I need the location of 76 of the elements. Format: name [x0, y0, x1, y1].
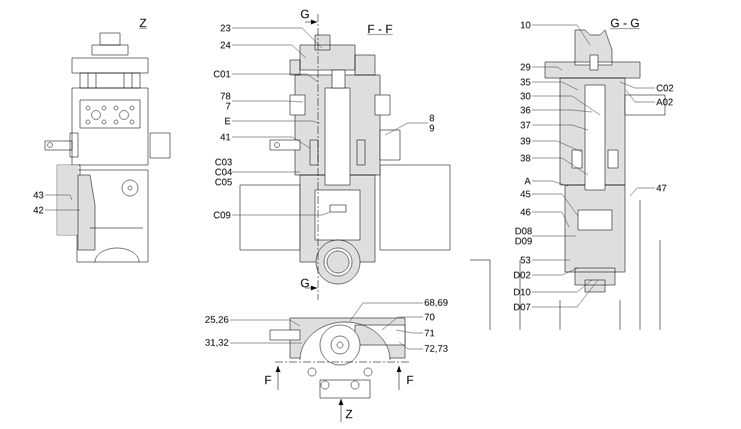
callout-number: 46 [520, 208, 530, 216]
view-title: F - F [367, 24, 393, 35]
callout-number: D07 [514, 304, 530, 310]
leader-line [532, 280, 592, 292]
callout-number: 72,73 [424, 345, 448, 353]
leader-line [532, 82, 578, 90]
leader-line [532, 24, 590, 46]
section-letter: F [407, 376, 414, 384]
callout-number: E [225, 118, 230, 124]
callout-number: C01 [214, 70, 230, 78]
leader-line [532, 194, 578, 216]
leader-line [350, 302, 424, 322]
callout-number: 71 [424, 330, 434, 336]
leader-line [532, 280, 598, 308]
callout-number: 35 [520, 78, 530, 86]
leader-line [532, 96, 600, 116]
leader-line [398, 342, 424, 350]
callout-number: 68,69 [424, 299, 448, 307]
leader-line [44, 194, 72, 200]
callout-number: 39 [520, 138, 530, 144]
callout-number: 53 [520, 256, 530, 264]
leader-line [232, 120, 320, 124]
callout-number: 10 [520, 22, 530, 28]
section-letter: G [300, 10, 309, 18]
callout-number: 8 9 [430, 114, 434, 132]
view-title: Z [139, 18, 147, 29]
leader-line [384, 122, 428, 136]
callout-number: 23 [220, 24, 230, 32]
leader-line [532, 110, 592, 112]
leader-line [532, 268, 578, 276]
leader-line [232, 28, 322, 48]
view-title: G - G [610, 18, 640, 29]
callout-number: D10 [514, 288, 530, 296]
leader-line [232, 212, 330, 216]
callout-number: C03 C04 C05 [215, 158, 232, 186]
callout-number: 36 [520, 106, 530, 114]
leader-line [626, 90, 656, 102]
callout-number: A [524, 178, 531, 184]
leader-line [532, 212, 570, 228]
callout-number: 24 [220, 42, 230, 48]
leader-line [630, 188, 656, 196]
callout-number: 31,32 [205, 339, 228, 347]
section-letter: G [300, 278, 309, 288]
leader-line [382, 316, 424, 330]
callout-number: 42 [33, 206, 44, 214]
leader-line [532, 124, 588, 130]
leader-line [232, 100, 304, 102]
leader-line [532, 158, 588, 176]
leader-line [230, 320, 300, 326]
leader-line [620, 82, 656, 88]
callout-number: A02 [656, 98, 673, 106]
callout-number: 43 [33, 192, 44, 198]
leader-line [232, 136, 310, 148]
leader-line [232, 44, 306, 58]
leader-line [532, 180, 568, 186]
callout-number: D08 D09 [516, 228, 532, 244]
callout-number: 47 [656, 184, 666, 192]
leader-line [532, 66, 562, 70]
callout-number: C09 [214, 212, 230, 218]
callout-number: 70 [424, 314, 434, 320]
callout-number: 25,26 [205, 316, 228, 324]
section-letter: Z [346, 410, 352, 418]
callout-number: 41 [220, 134, 230, 140]
callout-number: 37 [520, 122, 530, 128]
callout-number: 29 [520, 64, 530, 70]
leader-line [230, 342, 302, 344]
callout-number: 30 [520, 92, 530, 100]
callout-number: 78 7 [220, 92, 230, 110]
leader-line [532, 140, 582, 152]
section-letter: F [265, 376, 272, 384]
callout-number: 38 [520, 154, 530, 162]
callout-number: C02 [656, 84, 674, 92]
callout-number: D02 [514, 272, 530, 278]
callout-number: 45 [520, 190, 530, 198]
leader-line [396, 330, 424, 334]
leader-line [232, 74, 318, 82]
